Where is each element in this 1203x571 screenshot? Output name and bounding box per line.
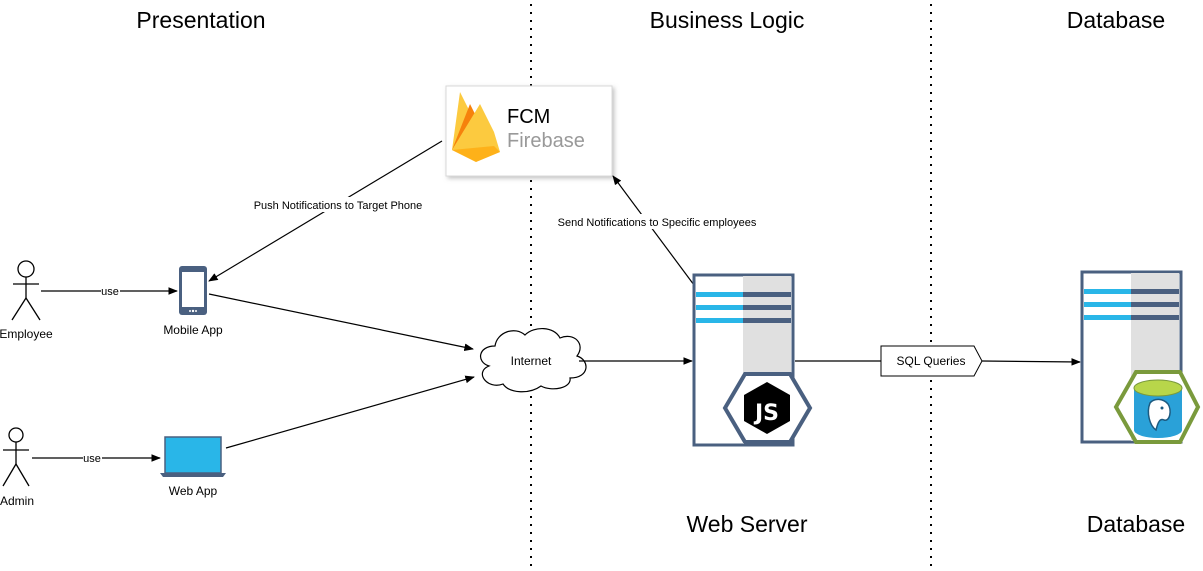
mobile-to-internet-edge (208, 293, 474, 351)
postgresql-hexagon-icon (1113, 370, 1201, 444)
webapp-to-internet-edge (225, 375, 475, 449)
internet-label: Internet (511, 354, 552, 368)
internet-cloud-icon[interactable] (480, 328, 587, 393)
employee-actor-icon[interactable] (11, 260, 41, 321)
admin-label: Admin (0, 494, 34, 508)
firebase-logo-icon (452, 92, 500, 162)
push-notifications-label: Push Notifications to Target Phone (254, 200, 423, 212)
push-notifications-label-bg (252, 197, 425, 212)
sql-queries-tag (880, 345, 983, 377)
sql-queries-label: SQL Queries (897, 354, 966, 368)
employee-use-label: use (101, 286, 119, 298)
web-app-label: Web App (169, 484, 218, 498)
lane-title-business-logic: Business Logic (650, 7, 805, 33)
fcm-firebase-card[interactable]: FCM Firebase (445, 85, 613, 177)
lane-title-database: Database (1067, 7, 1165, 33)
send-notifications-edge (612, 175, 695, 286)
admin-actor-icon[interactable] (2, 427, 30, 487)
svg-text:JS: JS (753, 401, 779, 426)
sql-to-database-edge (981, 358, 1081, 366)
employee-use-label-bg (101, 285, 120, 297)
admin-use-label: use (83, 453, 101, 465)
fcm-title: FCM (507, 106, 550, 128)
send-notifications-label: Send Notifications to Specific employees (558, 217, 757, 229)
employee-label: Employee (0, 327, 53, 341)
send-notifications-label-bg (555, 214, 760, 229)
web-server-label: Web Server (686, 511, 807, 537)
fcm-subtitle: Firebase (507, 130, 585, 152)
mobile-app-label: Mobile App (163, 323, 223, 337)
nodejs-hexagon-icon: JS (722, 372, 813, 444)
lane-title-presentation: Presentation (136, 7, 265, 33)
admin-use-label-bg (83, 452, 102, 464)
mobile-phone-icon[interactable] (179, 266, 207, 315)
laptop-icon[interactable] (160, 436, 226, 477)
database-label: Database (1087, 511, 1185, 537)
